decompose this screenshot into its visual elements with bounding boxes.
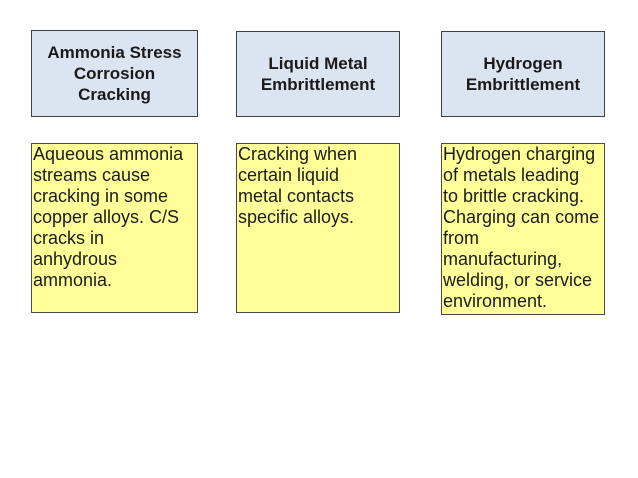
header-box-liquid-metal-embrittlement: Liquid Metal Embrittlement [236,31,400,117]
header-box-ammonia-stress-corrosion-cracking: Ammonia Stress Corrosion Cracking [31,30,198,117]
header-box-hydrogen-embrittlement: Hydrogen Embrittlement [441,31,605,117]
description-box-hydrogen-embrittlement: Hydrogen charging of metals leading to b… [441,143,605,315]
description-box-ammonia-stress-corrosion-cracking: Aqueous ammonia streams cause cracking i… [31,143,198,313]
description-box-liquid-metal-embrittlement: Cracking when certain liquid metal conta… [236,143,400,313]
